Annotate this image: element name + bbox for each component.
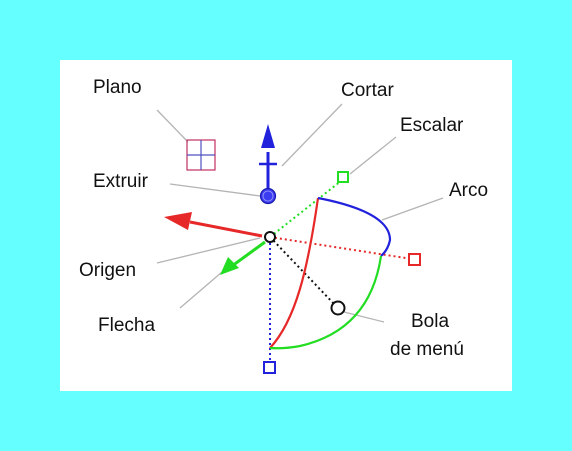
leader-bola <box>343 311 385 323</box>
scale-x-handle[interactable] <box>408 253 421 266</box>
leader-extruir <box>169 183 261 197</box>
leader-flecha <box>179 271 223 309</box>
arc-green[interactable] <box>269 255 383 350</box>
menu-ball-dotted <box>269 236 337 307</box>
label-bola: Bola <box>411 311 450 332</box>
x-axis-shaft <box>189 220 263 238</box>
label-extruir: Extruir <box>93 171 148 192</box>
label-plano: Plano <box>93 77 142 98</box>
scale-z-handle[interactable] <box>263 361 276 374</box>
scale-handle[interactable] <box>337 171 349 183</box>
plane-icon[interactable] <box>186 139 216 171</box>
y-axis-shaft <box>231 240 266 268</box>
leader-origen <box>156 237 261 264</box>
label-arco: Arco <box>449 180 489 201</box>
leader-plano <box>156 109 189 143</box>
menu-ball-handle[interactable] <box>330 300 346 316</box>
arrow-handle[interactable] <box>220 257 239 275</box>
x-axis-dotted <box>269 236 413 260</box>
z-arrow-head[interactable] <box>261 124 275 148</box>
x-arrow-head[interactable] <box>164 212 192 230</box>
label-escalar: Escalar <box>400 115 464 136</box>
arc-handle[interactable] <box>317 196 392 257</box>
label-de-menu: de menú <box>390 339 464 360</box>
leader-escalar <box>349 136 397 175</box>
label-cortar: Cortar <box>341 80 394 101</box>
origin-handle[interactable] <box>264 231 276 243</box>
leader-lines <box>156 103 444 323</box>
leader-arco <box>381 197 444 221</box>
diagram-panel <box>60 60 512 391</box>
arc-red[interactable] <box>269 197 320 349</box>
y-axis-dotted <box>269 180 342 238</box>
leader-cortar <box>281 103 343 167</box>
label-flecha: Flecha <box>98 315 156 336</box>
label-origen: Origen <box>79 260 137 281</box>
